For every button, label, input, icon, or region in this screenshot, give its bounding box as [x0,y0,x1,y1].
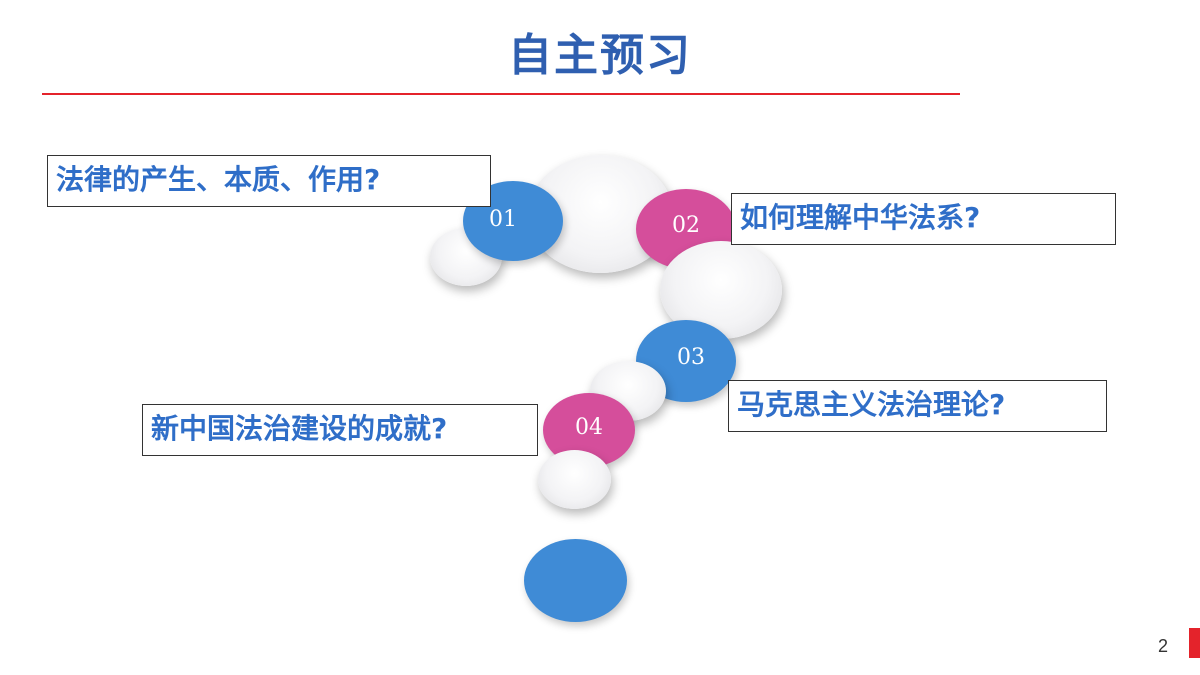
number-03: 03 [677,345,705,370]
question-box-02: 如何理解中华法系? [731,193,1116,245]
bubble-lower [538,450,611,509]
corner-accent [1189,628,1200,658]
number-01: 01 [489,207,517,232]
question-box-04: 新中国法治建设的成就? [142,404,538,456]
question-box-03: 马克思主义法治理论? [728,380,1107,432]
page-number: 2 [1158,636,1169,656]
slide-title: 自主预习 [508,30,692,81]
bubble-dot [524,539,627,622]
question-box-01: 法律的产生、本质、作用? [47,155,491,207]
number-02: 02 [672,213,700,238]
title-divider [42,93,960,95]
number-04: 04 [575,415,603,440]
